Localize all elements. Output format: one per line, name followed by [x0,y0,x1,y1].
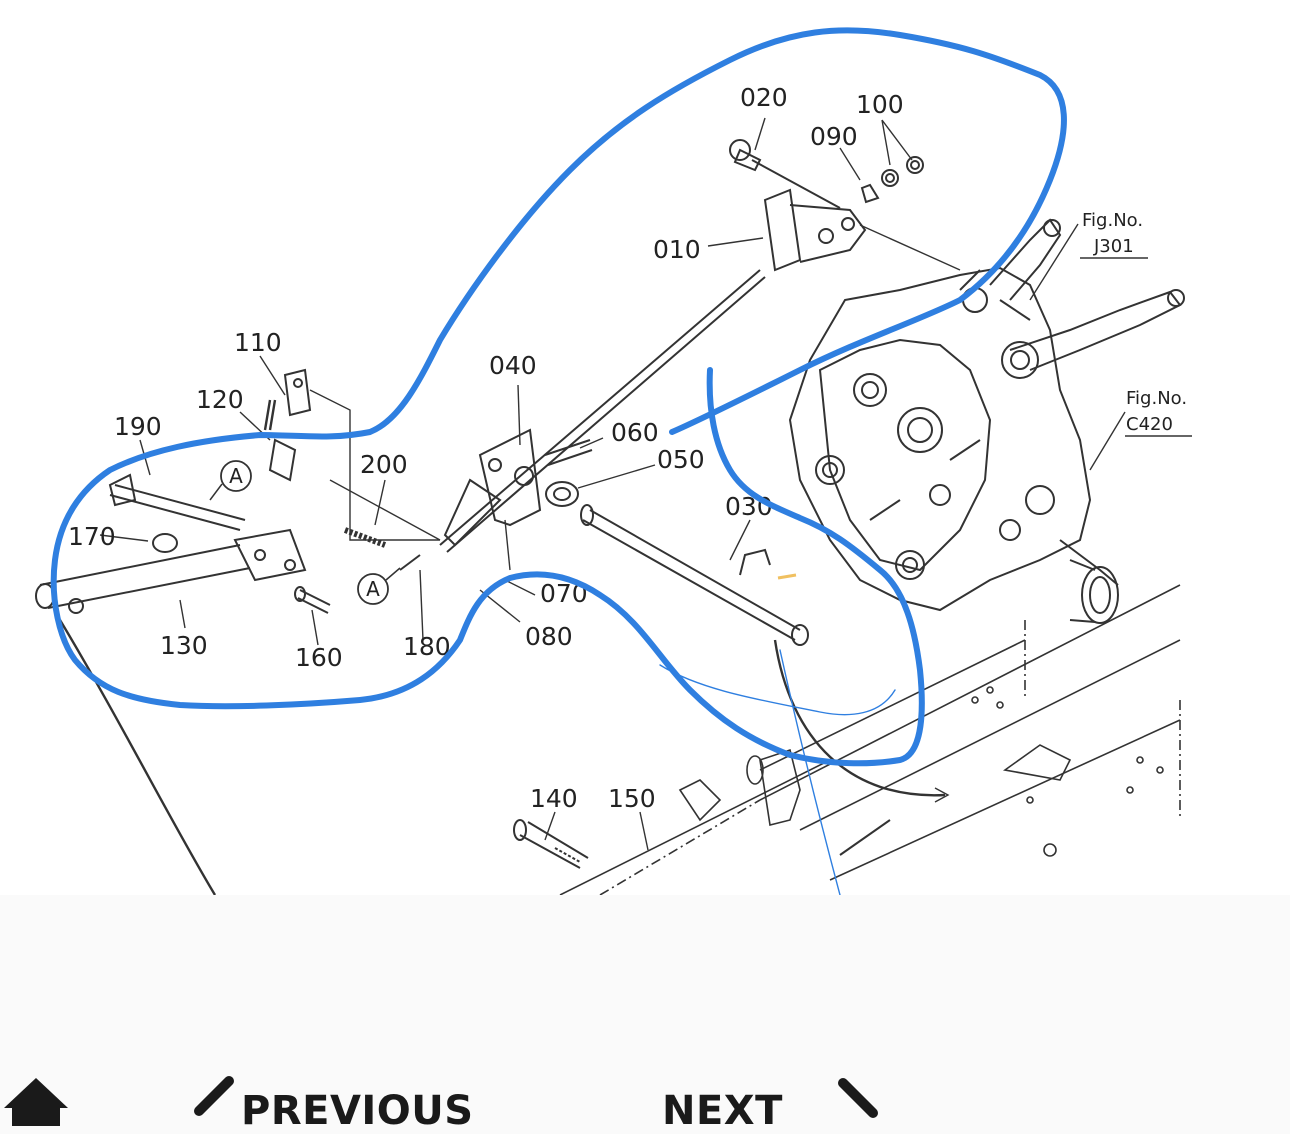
label-140: 140 [530,784,578,813]
lever-130-assembly [35,368,421,614]
label-200: 200 [360,450,408,479]
part-labels: 020 100 090 010 110 120 190 040 060 050 … [68,83,904,813]
small-yellow-mark [777,573,797,580]
bottom-navigation: PREVIOUS NEXT [0,1040,1290,1134]
svg-text:A: A [229,464,243,488]
label-100: 100 [856,90,904,119]
label-130: 130 [160,631,208,660]
label-040: 040 [489,351,537,380]
fig-ref-j301: Fig.No. J301 [1082,210,1143,257]
bolt-140 [513,819,589,869]
transmission-housing [788,218,1185,624]
svg-text:Fig.No.: Fig.No. [1126,388,1187,409]
label-110: 110 [234,328,282,357]
label-010: 010 [653,235,701,264]
label-190: 190 [114,412,162,441]
label-060: 060 [611,418,659,447]
label-050: 050 [657,445,705,474]
svg-text:C420: C420 [1126,414,1173,435]
exploded-parts-drawing: A A 020 100 090 010 110 120 190 040 060 … [35,27,1192,895]
chevron-left-icon [194,1075,234,1116]
highlight-annotation [50,27,1067,895]
lever-010-assembly [439,139,924,553]
label-120: 120 [196,385,244,414]
home-button[interactable] [0,1077,80,1126]
label-170: 170 [68,522,116,551]
label-150: 150 [608,784,656,813]
svg-text:Fig.No.: Fig.No. [1082,210,1143,231]
previous-button[interactable]: PREVIOUS [185,1075,474,1134]
label-090: 090 [810,122,858,151]
label-030: 030 [725,492,773,521]
svg-text:J301: J301 [1093,236,1134,257]
chevron-right-icon [837,1077,878,1118]
next-button[interactable]: NEXT [662,1077,895,1134]
label-080: 080 [525,622,573,651]
label-020: 020 [740,83,788,112]
label-160: 160 [295,643,343,672]
callout-a-lower: A [357,567,401,605]
callout-a-upper: A [209,460,252,501]
fig-ref-c420: Fig.No. C420 [1126,388,1187,435]
leader-lines [58,117,1192,895]
chassis-frame [559,584,1181,895]
previous-label: PREVIOUS [241,1087,474,1134]
svg-text:A: A [366,577,380,601]
lever-040-assembly [443,428,809,646]
next-label: NEXT [662,1087,783,1134]
label-180: 180 [403,632,451,661]
parts-diagram: A A 020 100 090 010 110 120 190 040 060 … [35,27,1192,895]
